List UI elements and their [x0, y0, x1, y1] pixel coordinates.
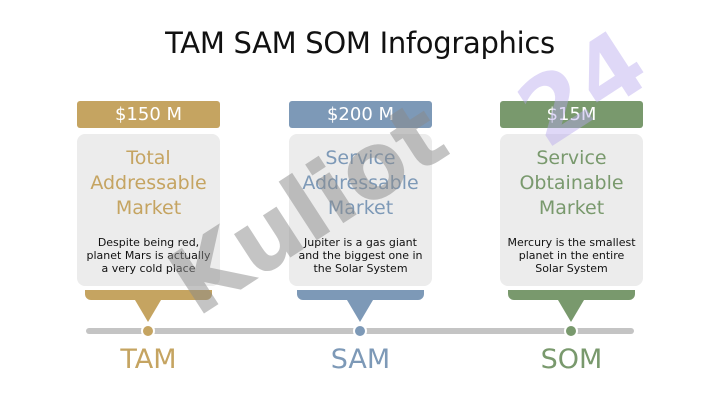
- som-card-title: Service Obtainable Market: [519, 147, 624, 219]
- tam-price-badge: $150 M: [77, 101, 220, 128]
- sam-column: $200 M Service Addressable Market Jupite…: [289, 101, 432, 286]
- tam-card-description: Despite being red, planet Mars is actual…: [86, 236, 211, 275]
- sam-timeline-dot: [353, 324, 367, 338]
- som-price-badge: $15M: [500, 101, 643, 128]
- som-card-tab: [508, 290, 635, 300]
- som-timeline-dot: [564, 324, 578, 338]
- sam-price-badge: $200 M: [289, 101, 432, 128]
- sam-card-description: Jupiter is a gas giant and the biggest o…: [298, 236, 423, 275]
- tam-card-tab: [85, 290, 212, 300]
- som-card-description: Mercury is the smallest planet in the en…: [507, 236, 636, 275]
- som-label: SOM: [540, 344, 603, 375]
- sam-card-title: Service Addressable Market: [302, 147, 419, 219]
- som-column: $15M Service Obtainable Market Mercury i…: [500, 101, 643, 286]
- tam-timeline-dot: [141, 324, 155, 338]
- tam-column: $150 M Total Addressable Market Despite …: [77, 101, 220, 286]
- page-title: TAM SAM SOM Infographics: [165, 26, 555, 60]
- sam-label: SAM: [330, 344, 391, 375]
- som-card: Service Obtainable Market Mercury is the…: [500, 134, 643, 286]
- sam-card-tab: [297, 290, 424, 300]
- tam-card: Total Addressable Market Despite being r…: [77, 134, 220, 286]
- tam-card-title: Total Addressable Market: [90, 147, 207, 219]
- tam-pointer: [135, 300, 161, 322]
- sam-card: Service Addressable Market Jupiter is a …: [289, 134, 432, 286]
- sam-pointer: [347, 300, 373, 322]
- som-pointer: [558, 300, 584, 322]
- tam-label: TAM: [120, 344, 177, 375]
